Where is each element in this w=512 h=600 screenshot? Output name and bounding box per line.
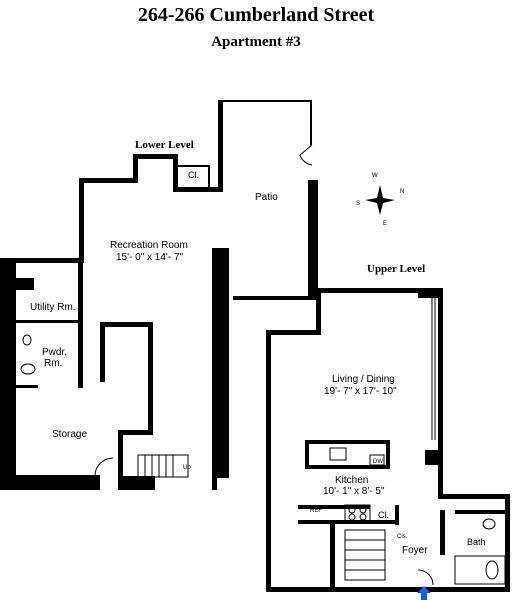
kitchen-label: Kitchen xyxy=(335,475,368,486)
page-subtitle: Apartment #3 xyxy=(211,34,301,50)
page-title: 264-266 Cumberland Street xyxy=(137,4,375,26)
living-dining-dims: 19'- 7" x 17'- 10" xyxy=(324,386,397,397)
compass-e: E xyxy=(383,221,387,227)
kitchen-dims: 10'- 1" x 8'- 5" xyxy=(323,486,385,497)
lower-level-walls xyxy=(0,100,318,490)
compass-s: S xyxy=(356,201,360,207)
refrigerator-label: REF xyxy=(310,508,322,514)
foyer-label: Foyer xyxy=(402,545,428,556)
utility-room-label: Utility Rm. xyxy=(30,302,76,313)
bath-label: Bath xyxy=(467,537,486,547)
compass-n: N xyxy=(400,189,404,195)
lower-level-label: Lower Level xyxy=(135,139,194,151)
fixtures xyxy=(20,144,506,586)
powder-room-label-2: Rm. xyxy=(44,358,62,369)
upper-level-walls xyxy=(266,288,510,592)
closet-upper-label: Cl. xyxy=(378,510,389,520)
stairs-up-label: Up xyxy=(183,465,191,471)
recreation-room-dims: 15'- 0" x 14'- 7" xyxy=(116,252,184,263)
upper-level-label: Upper Level xyxy=(367,263,425,275)
compass-rose-icon: N S E W xyxy=(356,173,404,227)
closet-lower-label: Cl. xyxy=(188,170,199,180)
living-dining-label: Living / Dining xyxy=(332,374,395,385)
patio-label: Patio xyxy=(255,192,278,203)
entry-arrow-icon xyxy=(417,586,431,600)
closet-upper-small-label: Cls. xyxy=(397,534,408,540)
powder-room-label-1: Pwdr. xyxy=(42,347,67,358)
compass-w: W xyxy=(372,173,378,179)
recreation-room-label: Recreation Room xyxy=(110,240,188,251)
dishwasher-label: DW xyxy=(373,459,383,465)
storage-label: Storage xyxy=(52,429,87,440)
